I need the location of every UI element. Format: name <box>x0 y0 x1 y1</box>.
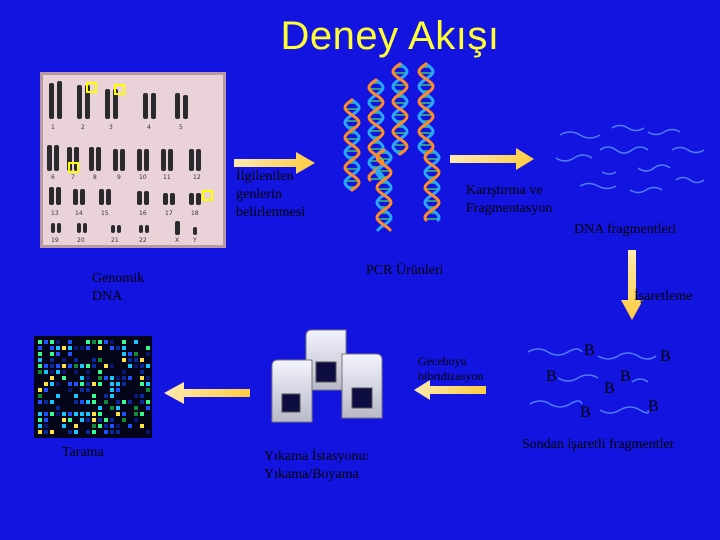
slide-right <box>342 354 382 418</box>
biotin-marker: B <box>584 342 595 360</box>
dna-fragments <box>556 126 704 193</box>
biotin-marker: B <box>546 368 557 386</box>
label-dna-fragments: DNA fragmentleri <box>574 221 676 239</box>
wash-station-slides <box>272 330 382 422</box>
label-labeling: İşaretleme <box>634 288 692 306</box>
label-genomic-dna: Genomik DNA <box>92 270 144 306</box>
label-wash-station: Yıkama İstasyonu: Yıkama/Boyama <box>264 448 369 484</box>
arrow-pcr-to-fragments <box>450 148 534 170</box>
label-end-labeled-fragments: Sondan işaretli fragmentler <box>522 436 674 454</box>
label-overnight-hybridization: Geceboyu hibridizasyon <box>418 354 483 384</box>
arrow-scan-left <box>164 382 250 404</box>
label-genes-of-interest: İlgilenilen genlerin belirlenmesi <box>236 168 305 222</box>
biotin-marker: B <box>604 380 615 398</box>
label-pcr-products: PCR Ürünleri <box>366 262 443 280</box>
slide-left <box>272 360 312 422</box>
biotin-marker: B <box>580 404 591 422</box>
arrow-labeling-down <box>621 250 643 320</box>
biotin-marker: B <box>648 398 659 416</box>
pcr-products-helices <box>345 64 439 230</box>
biotin-marker: B <box>620 368 631 386</box>
label-scan: Tarama <box>62 444 104 462</box>
label-mixing-fragmentation: Karıştırma ve Fragmentasyon <box>466 182 552 218</box>
biotin-marker: B <box>660 348 671 366</box>
